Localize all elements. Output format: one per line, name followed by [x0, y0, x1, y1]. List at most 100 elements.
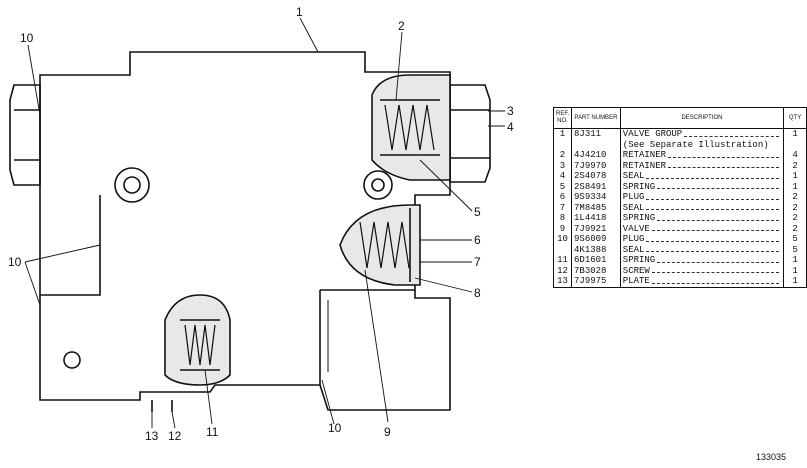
callout-3: 3 [507, 104, 514, 118]
callout-1: 1 [296, 5, 303, 19]
qty-cell: 2 [783, 160, 807, 171]
ref-cell: 8 [552, 213, 573, 224]
description-cell: SEAL [619, 244, 785, 255]
qty-cell: 4 [783, 150, 807, 161]
port-left [114, 167, 150, 203]
header-ref: REF. NO. [552, 107, 573, 129]
qty-cell: 5 [783, 234, 807, 245]
upper-spring-cutaway [371, 74, 451, 181]
description-cell: SEAL [619, 202, 785, 213]
callout-7: 7 [474, 255, 481, 269]
ref-cell: 3 [552, 160, 573, 171]
part-number-cell: 7J9921 [571, 223, 621, 234]
ref-cell: 12 [552, 265, 573, 276]
qty-cell [783, 139, 807, 150]
description-cell: PLUG [619, 234, 785, 245]
callout-13: 13 [145, 429, 159, 443]
callout-10-top: 10 [20, 31, 34, 45]
middle-spring-cutaway [339, 204, 421, 286]
bolt-hole [63, 351, 81, 369]
part-number-cell: 1L4418 [571, 213, 621, 224]
left-plug-fitting [9, 84, 41, 186]
header-description: DESCRIPTION [619, 107, 785, 129]
part-number-cell: 2S4078 [571, 171, 621, 182]
ref-cell: 9 [552, 223, 573, 234]
header-qty: QTY [783, 107, 807, 129]
ref-cell: 13 [552, 276, 573, 288]
qty-cell: 1 [783, 276, 807, 288]
right-top-retainer [449, 84, 491, 183]
description-cell: SPRING [619, 181, 785, 192]
description-cell: VALVE [619, 223, 785, 234]
ref-cell: 1 [552, 128, 573, 140]
callout-8: 8 [474, 286, 481, 300]
ref-cell: 7 [552, 202, 573, 213]
callout-10-bottom: 10 [328, 421, 342, 435]
ref-cell: 2 [552, 150, 573, 161]
part-number-cell: 8J311 [571, 128, 621, 140]
part-number-cell: 7J9970 [571, 160, 621, 171]
port-right [363, 170, 393, 200]
qty-cell: 5 [783, 244, 807, 255]
ref-cell [552, 244, 573, 255]
description-cell: SCREW [619, 265, 785, 276]
part-number-cell: 9S6009 [571, 234, 621, 245]
part-number-cell: 7M8485 [571, 202, 621, 213]
description-cell: PLATE [619, 276, 785, 288]
qty-cell: 1 [783, 171, 807, 182]
callout-4: 4 [507, 120, 514, 134]
callout-2: 2 [398, 19, 405, 33]
part-number-cell: 7J9975 [571, 276, 621, 288]
part-number-cell: 4J4210 [571, 150, 621, 161]
callout-5: 5 [474, 205, 481, 219]
part-number-cell: 6D1601 [571, 255, 621, 266]
part-number-cell: 4K1388 [571, 244, 621, 255]
valve-body-drawing: 1 2 3 4 5 6 7 8 9 10 10 10 11 12 13 [8, 5, 514, 443]
qty-cell: 2 [783, 192, 807, 203]
ref-cell: 6 [552, 192, 573, 203]
qty-cell: 2 [783, 223, 807, 234]
ref-cell: 4 [552, 171, 573, 182]
ref-cell [552, 139, 573, 150]
qty-cell: 1 [783, 128, 807, 140]
qty-cell: 1 [783, 181, 807, 192]
qty-cell: 2 [783, 202, 807, 213]
lower-spring-cutaway [164, 294, 231, 386]
part-number-cell [571, 139, 621, 150]
qty-cell: 1 [783, 255, 807, 266]
table-row: (See Separate Illustration) [552, 139, 807, 150]
housing-outline [39, 51, 451, 411]
description-cell: PLUG [619, 192, 785, 203]
part-number-cell: 2S8491 [571, 181, 621, 192]
header-part-number: PART NUMBER [571, 107, 621, 129]
description-cell: SEAL [619, 171, 785, 182]
callout-12: 12 [168, 429, 182, 443]
description-cell: RETAINER [619, 150, 785, 161]
part-number-cell: 7B3028 [571, 265, 621, 276]
callout-10-left: 10 [8, 255, 22, 269]
ref-cell: 10 [552, 234, 573, 245]
figure-number: 133035 [756, 452, 787, 462]
qty-cell: 1 [783, 265, 807, 276]
description-cell: SPRING [619, 213, 785, 224]
description-cell: VALVE GROUP [619, 128, 785, 140]
qty-cell: 2 [783, 213, 807, 224]
part-number-cell: 9S9334 [571, 192, 621, 203]
description-cell: SPRING [619, 255, 785, 266]
